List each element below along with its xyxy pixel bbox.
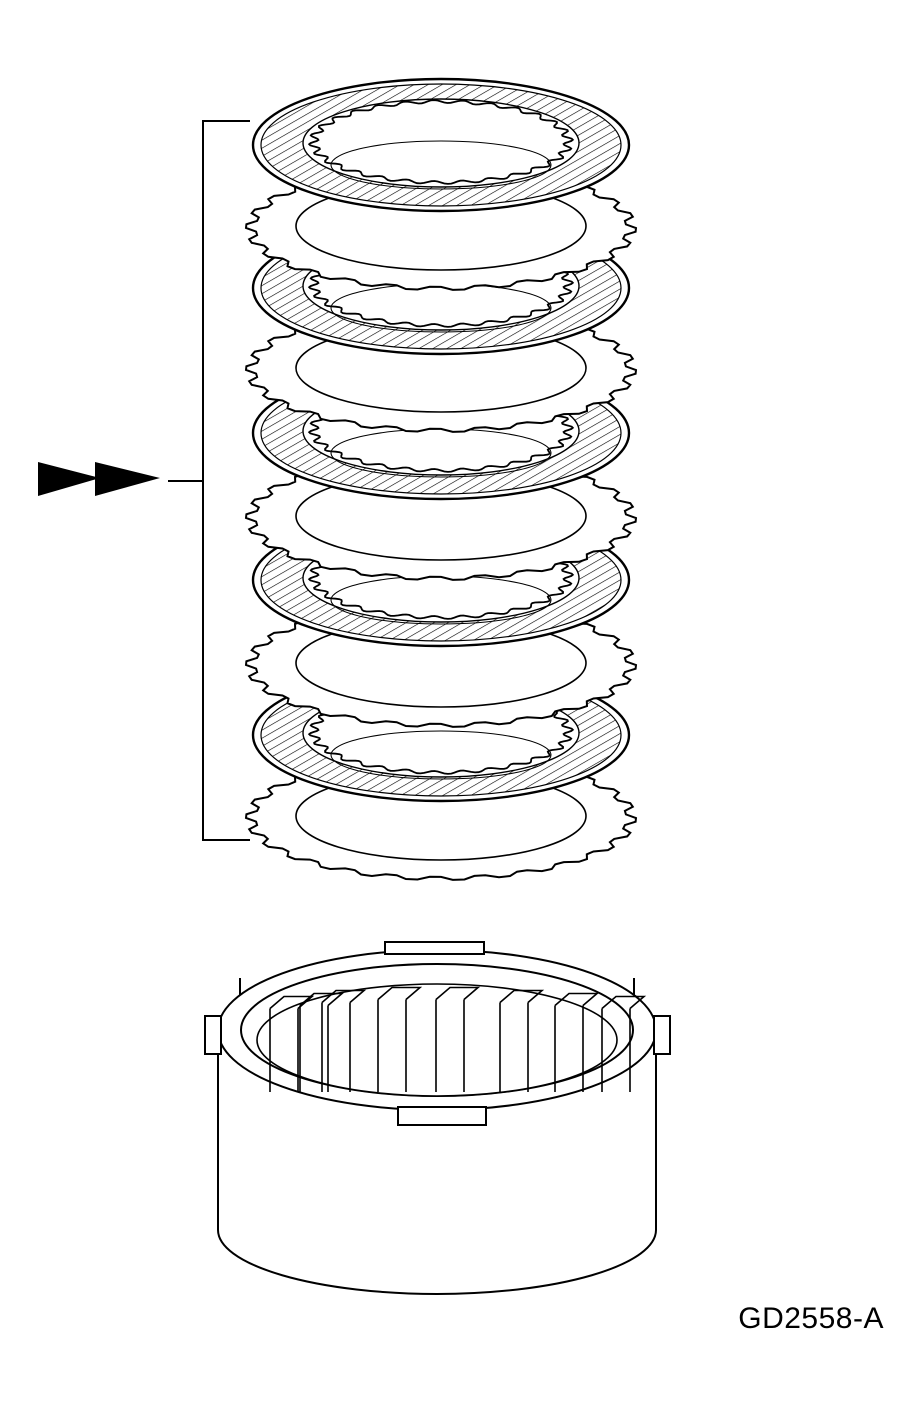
- friction-plate-inner-teeth: [307, 99, 575, 185]
- drum-inner-bore: [256, 983, 618, 1097]
- drum-tab-front: [397, 1106, 487, 1126]
- clutch-plate-stack: [244, 77, 638, 881]
- drum-spline: [377, 986, 423, 1092]
- drum-spline: [601, 995, 647, 1092]
- figure-id-label: GD2558-A: [738, 1302, 884, 1335]
- drum-spline: [269, 995, 315, 1092]
- clutch-pack-bracket: [202, 120, 250, 841]
- drum-tab-right: [653, 1015, 671, 1055]
- drum-spline: [435, 986, 481, 1092]
- friction-plate: [251, 77, 631, 213]
- inner-bore-shadow: [330, 140, 552, 190]
- clutch-hub-drum: [204, 941, 671, 1295]
- drum-spline: [321, 989, 367, 1092]
- indicator-arrow-icon: [38, 462, 160, 496]
- drum-spline: [554, 992, 600, 1092]
- drum-tab-left: [204, 1015, 222, 1055]
- drum-spline: [499, 989, 545, 1092]
- drum-tab-top: [384, 941, 485, 955]
- drum-spline: [299, 992, 345, 1092]
- inner-bore-shadow: [330, 730, 552, 780]
- drum-internal-splines: [269, 986, 647, 1092]
